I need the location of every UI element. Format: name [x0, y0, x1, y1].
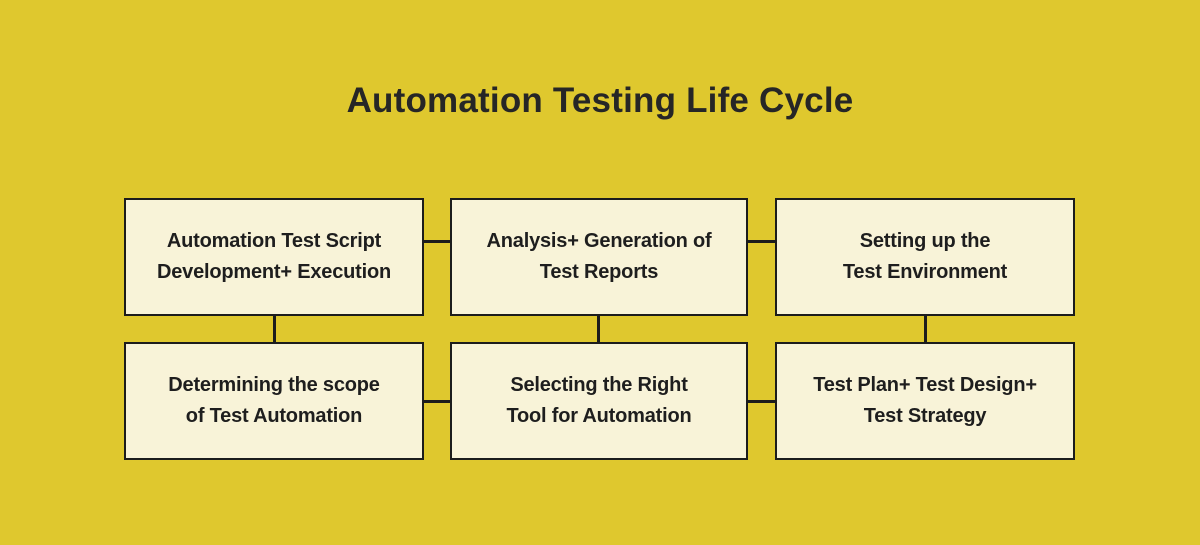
node-label-line2: of Test Automation [185, 405, 363, 427]
node-label: Automation Test Script Development+ Exec… [157, 226, 391, 288]
connector-bottom-row-5-6 [748, 400, 775, 403]
node-label-line1: Analysis+ Generation of [486, 230, 712, 252]
node-label-line2: Test Reports [539, 261, 659, 283]
node-label-line2: Test Environment [842, 261, 1008, 283]
node-selecting-the-right-tool-for-automation: Selecting the Right Tool for Automation [450, 342, 748, 460]
node-label: Analysis+ Generation of Test Reports [487, 226, 712, 288]
node-test-plan-test-design-test-strategy: Test Plan+ Test Design+ Test Strategy [775, 342, 1075, 460]
node-label-line1: Test Plan+ Test Design+ [813, 374, 1037, 396]
node-setting-up-the-test-environment: Setting up the Test Environment [775, 198, 1075, 316]
node-label: Selecting the Right Tool for Automation [506, 370, 691, 432]
node-label-line2: Tool for Automation [506, 405, 692, 427]
node-label-line2: Test Strategy [863, 405, 987, 427]
node-label-line2: Development+ Execution [157, 261, 391, 283]
node-determining-the-scope-of-test-automation: Determining the scope of Test Automation [124, 342, 424, 460]
node-analysis-generation-of-test-reports: Analysis+ Generation of Test Reports [450, 198, 748, 316]
node-label: Test Plan+ Test Design+ Test Strategy [813, 370, 1037, 432]
connector-column-3-vertical [924, 316, 927, 342]
connector-top-row-1-2 [424, 240, 450, 243]
page-title: Automation Testing Life Cycle [346, 81, 854, 120]
node-label-line1: Selecting the Right [510, 374, 688, 396]
node-label-line1: Determining the scope [168, 374, 380, 396]
connector-column-1-vertical [273, 316, 276, 342]
node-label: Setting up the Test Environment [843, 226, 1007, 288]
connector-column-2-vertical [597, 316, 600, 342]
node-label-line1: Automation Test Script [166, 230, 382, 252]
node-label-line1: Setting up the [859, 230, 991, 252]
connector-top-row-2-3 [748, 240, 775, 243]
connector-bottom-row-4-5 [424, 400, 450, 403]
node-automation-test-script-development-execution: Automation Test Script Development+ Exec… [124, 198, 424, 316]
node-label: Determining the scope of Test Automation [168, 370, 380, 432]
